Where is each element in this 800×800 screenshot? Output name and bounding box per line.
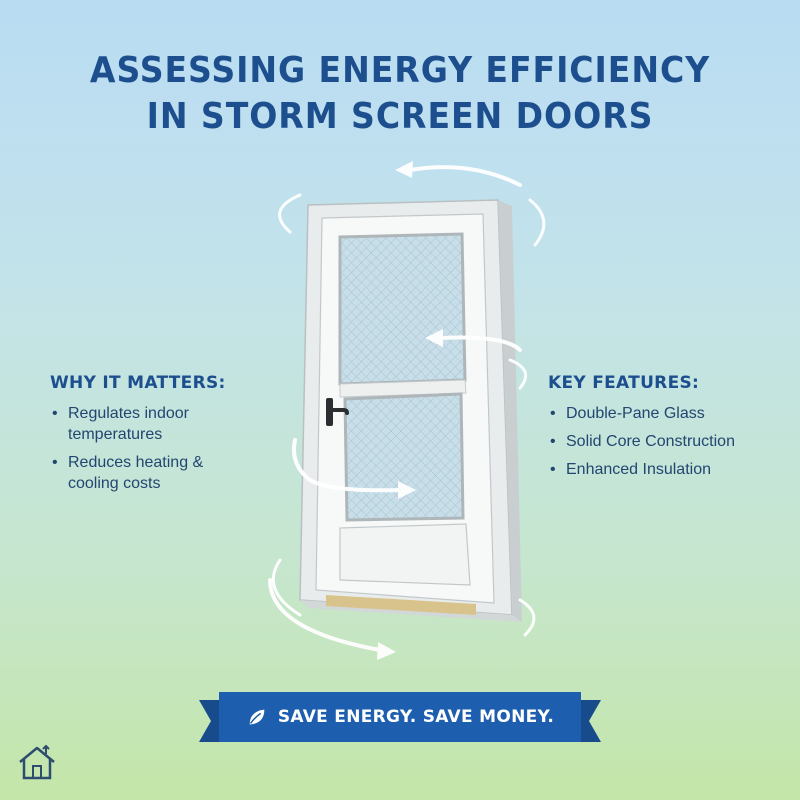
slogan-banner: SAVE ENERGY. SAVE MONEY.	[199, 692, 601, 742]
page-title: ASSESSING ENERGY EFFICIENCY IN STORM SCR…	[32, 48, 768, 140]
upper-glass-pane	[338, 232, 467, 386]
list-item: Regulates indoor temperatures	[50, 403, 250, 445]
door-handle	[326, 398, 349, 426]
kick-panel	[339, 523, 471, 586]
title-line-1: ASSESSING ENERGY EFFICIENCY	[89, 50, 711, 91]
why-it-matters-panel: WHY IT MATTERS: Regulates indoor tempera…	[50, 373, 250, 501]
list-item: Enhanced Insulation	[548, 459, 778, 480]
key-features-heading: KEY FEATURES:	[548, 373, 700, 393]
list-item: Solid Core Construction	[548, 431, 778, 452]
why-it-matters-heading: WHY IT MATTERS:	[50, 373, 226, 393]
lower-glass-pane	[343, 392, 465, 522]
list-item: Reduces heating & cooling costs	[50, 452, 250, 494]
list-item: Double-Pane Glass	[548, 403, 778, 424]
house-icon	[19, 744, 55, 780]
key-features-panel: KEY FEATURES: Double-Pane Glass Solid Co…	[548, 373, 778, 487]
threshold-sweep	[326, 595, 476, 615]
middle-rail	[339, 379, 467, 398]
leaf-icon	[249, 709, 265, 725]
banner-text: SAVE ENERGY. SAVE MONEY.	[277, 707, 555, 727]
airflow-arrows	[268, 161, 546, 660]
title-line-2: IN STORM SCREEN DOORS	[146, 96, 654, 137]
